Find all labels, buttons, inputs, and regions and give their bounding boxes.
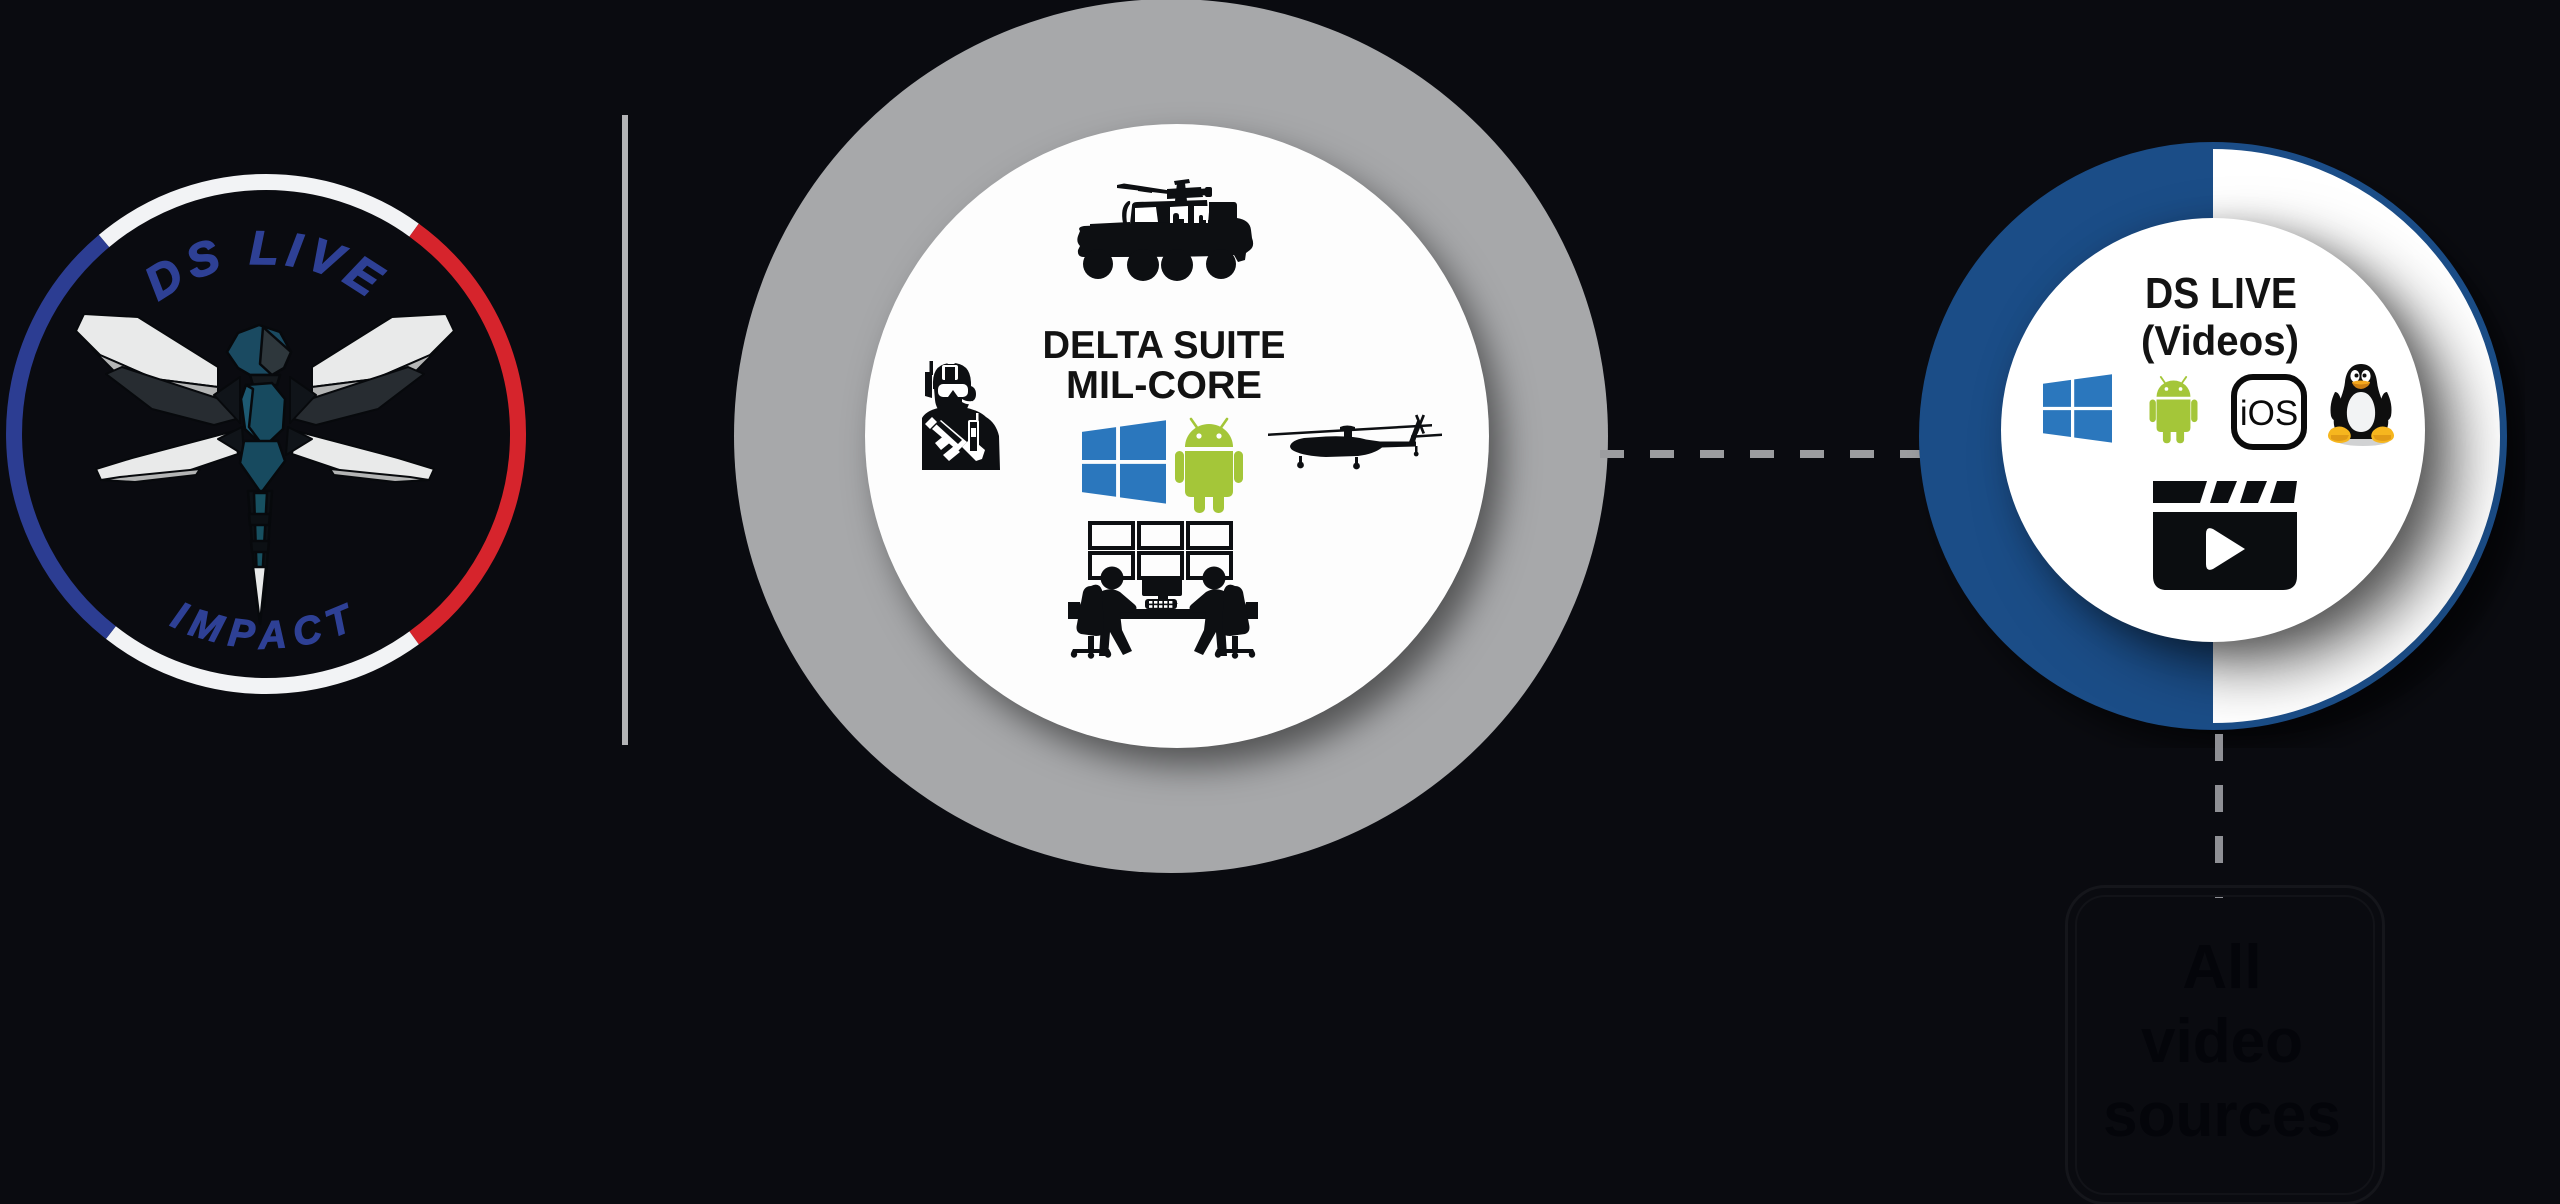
svg-text:DELTA SUITE: DELTA SUITE	[1043, 324, 1286, 367]
svg-text:IMPACT: IMPACT	[165, 594, 366, 658]
svg-text:iOS: iOS	[2240, 394, 2298, 433]
svg-text:(Videos): (Videos)	[2141, 317, 2299, 364]
svg-text:DS LIVE: DS LIVE	[135, 221, 397, 310]
svg-text:DS LIVE: DS LIVE	[2145, 269, 2297, 318]
svg-text:MIL-CORE: MIL-CORE	[1066, 364, 1262, 407]
